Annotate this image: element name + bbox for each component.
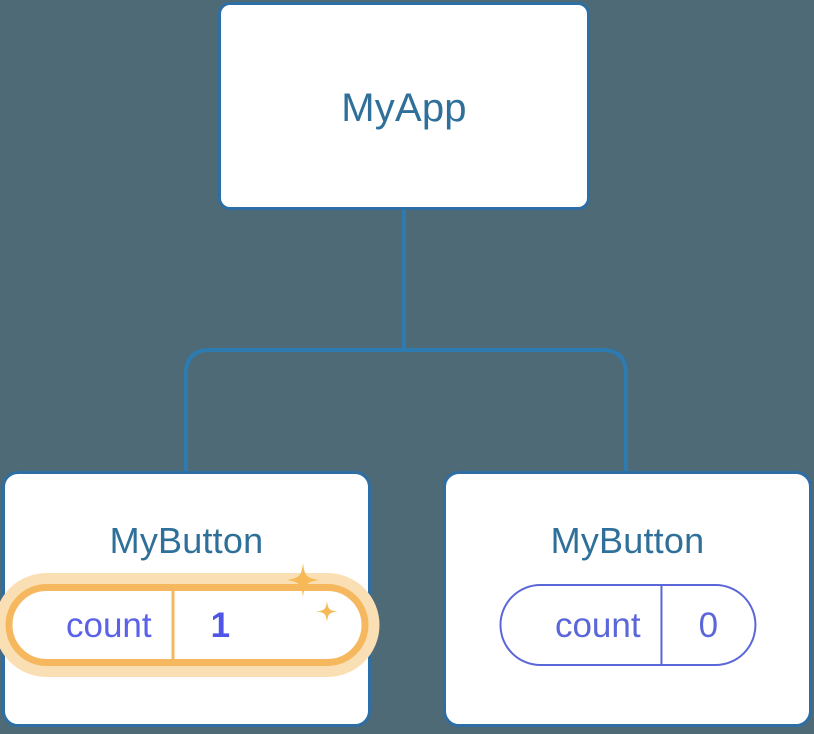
card-myapp[interactable]: MyApp	[218, 2, 590, 210]
state-pill-body-right[interactable]: count 0	[498, 584, 757, 666]
card-title-mybutton-left: MyButton	[109, 520, 264, 561]
card-mybutton-right[interactable]: MyButton count 0	[443, 471, 812, 727]
state-value-right: 0	[698, 605, 719, 645]
state-pill-left[interactable]: count 1	[0, 573, 379, 677]
state-value-left: 1	[210, 605, 231, 645]
card-title-myapp: MyApp	[341, 86, 467, 130]
state-pill-divider-right	[660, 586, 663, 664]
card-title-mybutton-right: MyButton	[550, 520, 705, 561]
state-pill-divider-left	[171, 591, 175, 659]
state-pill-right[interactable]: count 0	[498, 584, 757, 666]
card-mybutton-left[interactable]: MyButton count 1	[0, 471, 379, 727]
state-key-left: count	[66, 605, 152, 645]
state-key-right: count	[554, 605, 641, 645]
state-pill-body-left[interactable]: count 1	[5, 584, 368, 666]
connector-bus-and-legs	[184, 348, 628, 474]
